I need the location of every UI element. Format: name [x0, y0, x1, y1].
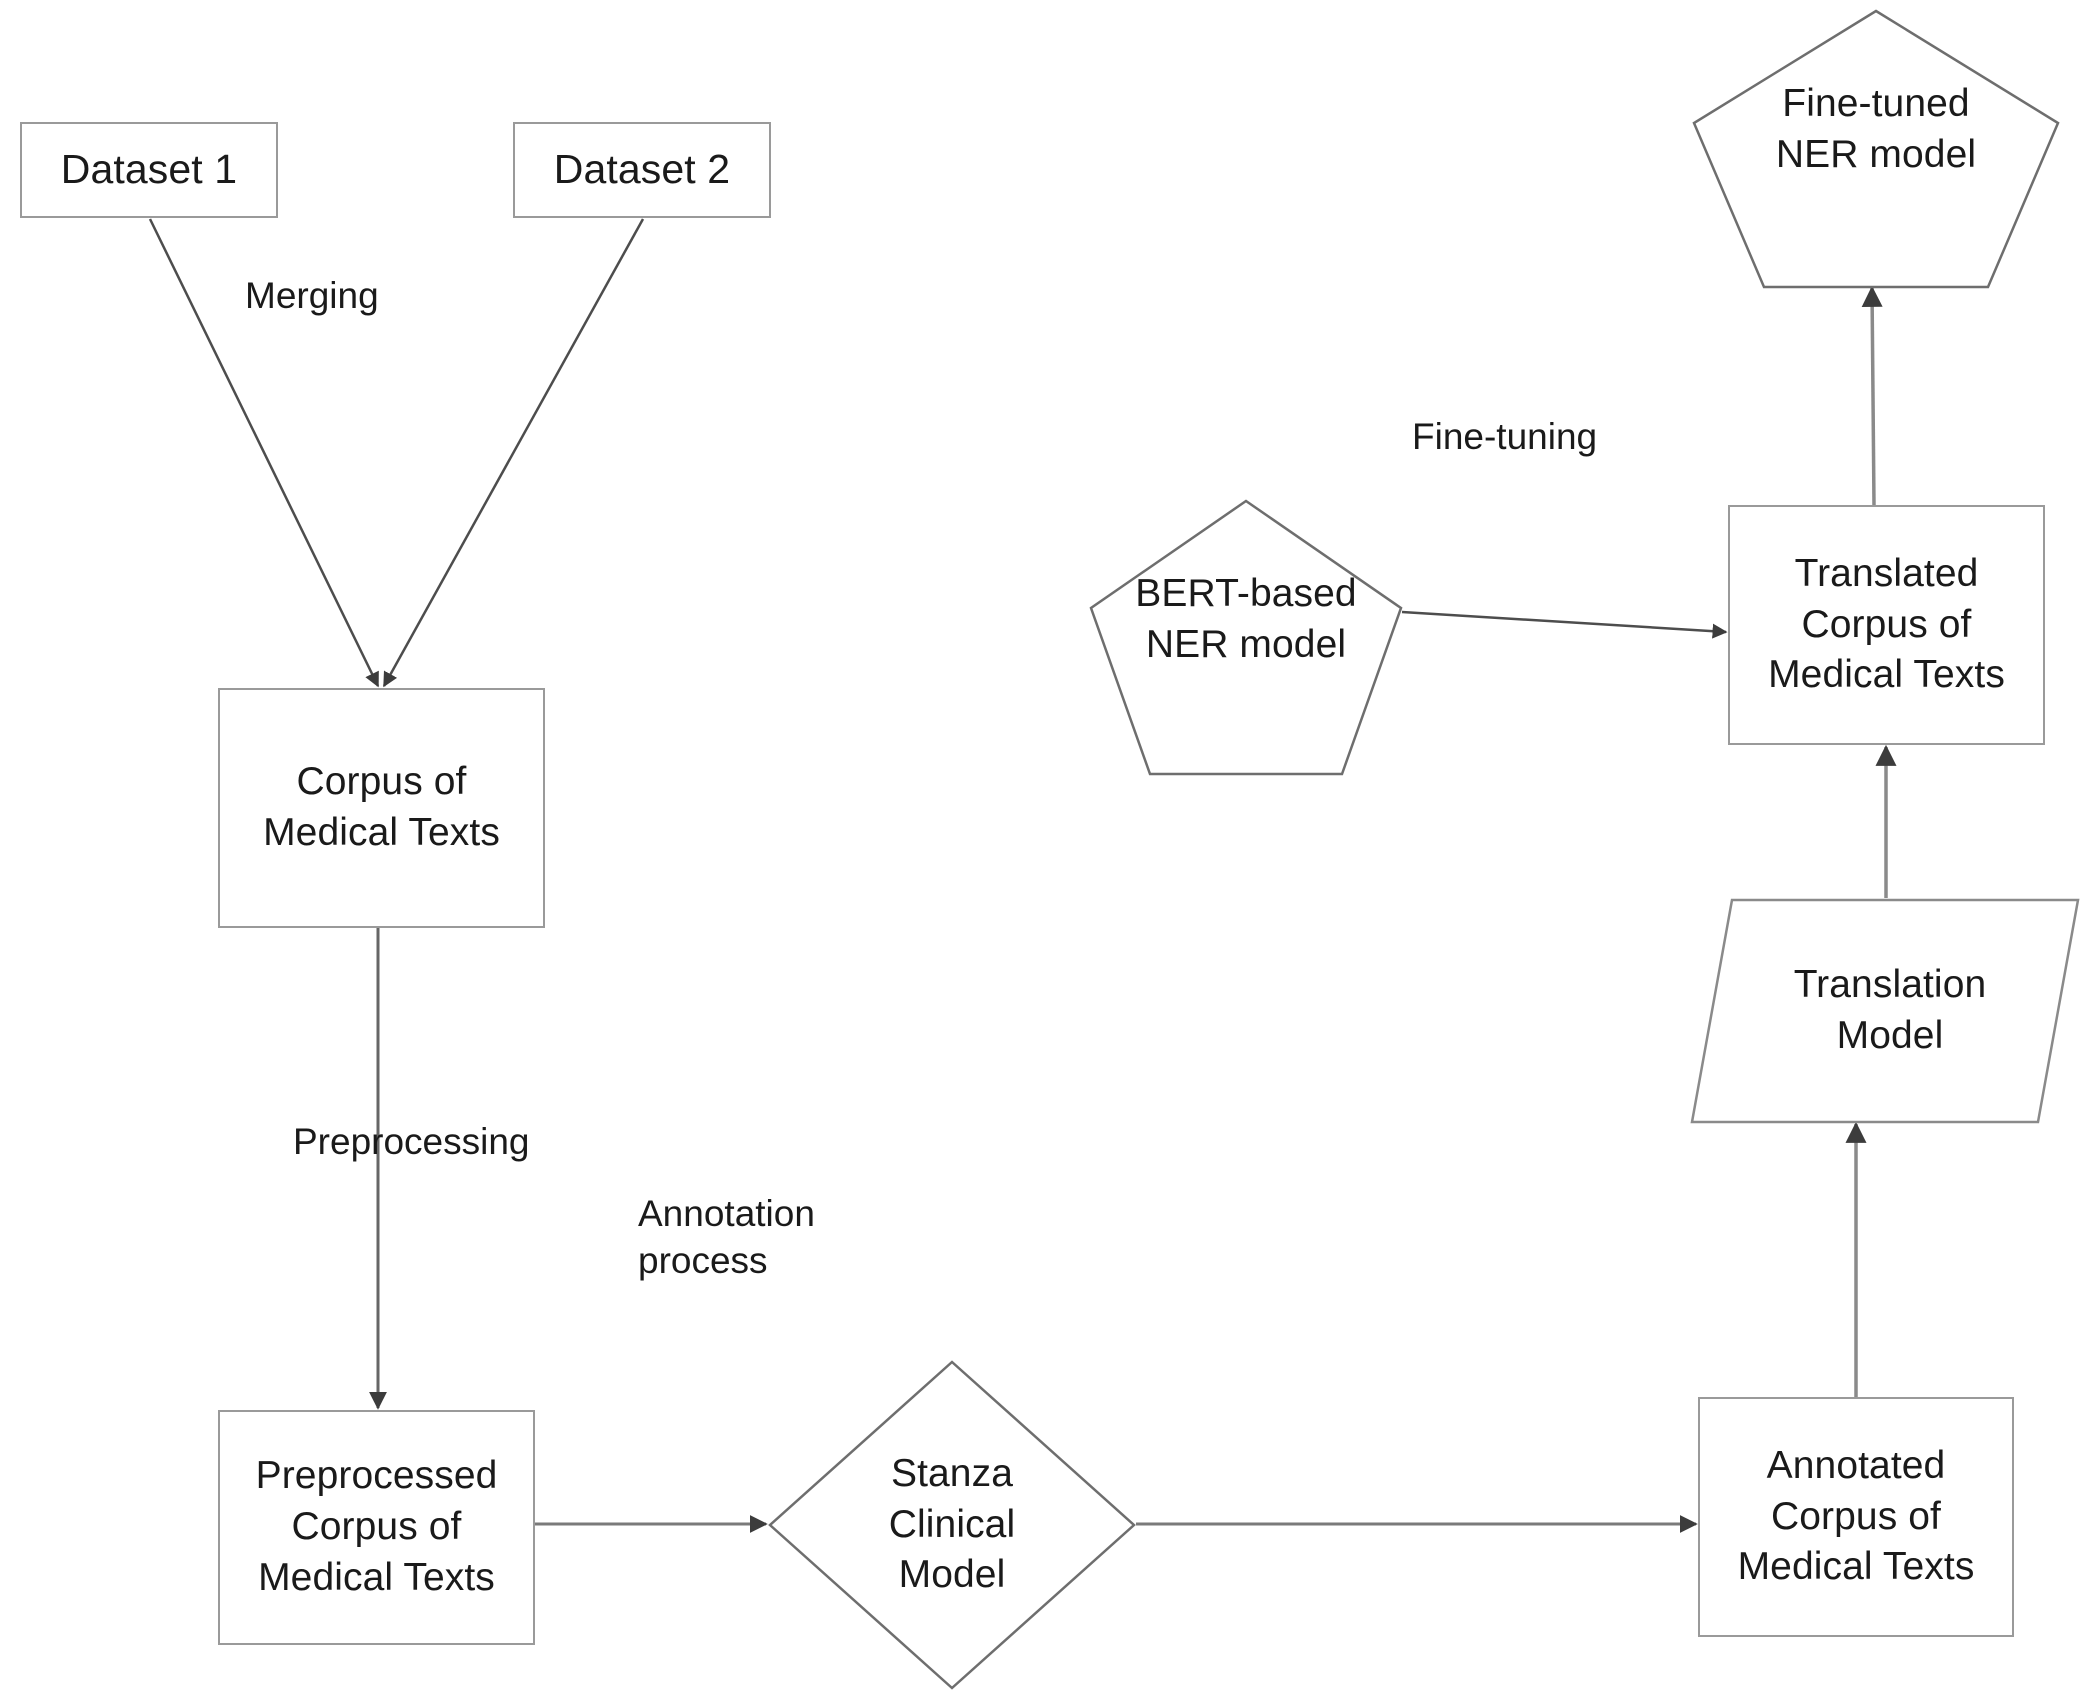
node-fine-tuned-ner-model-label: Fine-tuned NER model	[1775, 82, 1977, 176]
node-annotated-corpus-of-medical-texts[interactable]: Annotated Corpus of Medical Texts	[1698, 1397, 2014, 1637]
edge-dataset1-to-corpus	[148, 218, 380, 688]
node-dataset-2-label: Dataset 2	[553, 146, 731, 193]
node-dataset-1[interactable]: Dataset 1	[20, 122, 278, 218]
node-translated-corpus-of-medical-texts[interactable]: Translated Corpus of Medical Texts	[1728, 505, 2045, 745]
pentagon-outline	[1089, 499, 1403, 776]
node-stanza-clinical-model-label-wrap: Stanza Clinical Model	[768, 1360, 1136, 1690]
node-bert-based-ner-model-label: BERT-based NER model	[1135, 572, 1357, 666]
node-stanza-clinical-model[interactable]	[768, 1360, 1136, 1690]
edge-label-annotation-process: Annotation process	[638, 1193, 815, 1282]
diamond-outline	[768, 1360, 1136, 1690]
node-corpus-of-medical-texts[interactable]: Corpus of Medical Texts	[218, 688, 545, 928]
edge-label-fine-tuning: Fine-tuning	[1412, 416, 1598, 457]
node-bert-based-ner-model[interactable]	[1088, 498, 1404, 776]
node-preprocessed-corpus-of-medical-texts[interactable]: Preprocessed Corpus of Medical Texts	[218, 1410, 535, 1645]
node-dataset-2[interactable]: Dataset 2	[513, 122, 771, 218]
parallelogram-outline	[1690, 898, 2080, 1124]
node-fine-tuned-ner-model-label-wrap: Fine-tuned NER model	[1691, 40, 2061, 220]
node-corpus-of-medical-texts-label: Corpus of Medical Texts	[263, 760, 500, 854]
edge-dataset2-to-corpus	[382, 218, 645, 688]
node-bert-based-ner-model-label-wrap: BERT-based NER model	[1088, 520, 1404, 720]
node-stanza-clinical-model-label: Stanza Clinical Model	[888, 1451, 1016, 1597]
node-dataset-1-label: Dataset 1	[60, 146, 238, 193]
node-annotated-corpus-label: Annotated Corpus of Medical Texts	[1737, 1443, 1975, 1589]
node-preprocessed-corpus-label: Preprocessed Corpus of Medical Texts	[255, 1454, 498, 1599]
node-translated-corpus-label: Translated Corpus of Medical Texts	[1768, 551, 2005, 697]
node-translation-model[interactable]	[1690, 898, 2080, 1124]
node-translation-model-label-wrap: Translation Model	[1740, 898, 2040, 1124]
node-translation-model-label: Translation Model	[1793, 963, 1987, 1057]
edge-label-preprocessing: Preprocessing	[293, 1121, 530, 1162]
edge-bert-to-translated	[1401, 610, 1728, 639]
edge-label-merging: Merging	[245, 275, 379, 316]
edge-translated-to-finetuned	[1861, 285, 1883, 506]
